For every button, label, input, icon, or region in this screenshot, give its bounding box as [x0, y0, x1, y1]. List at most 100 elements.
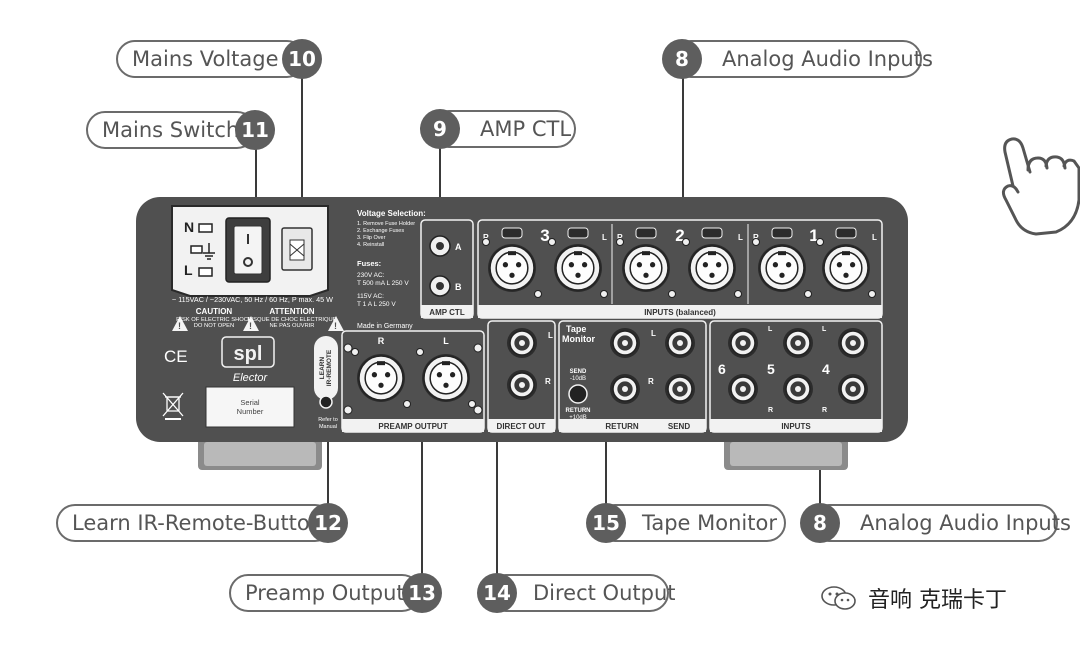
rca-input-jack[interactable]	[838, 328, 868, 358]
svg-text:230V AC:: 230V AC:	[357, 272, 385, 279]
power-l-label: L	[184, 262, 193, 278]
callout-number-badge: 8	[662, 39, 702, 79]
svg-text:3: 3	[540, 226, 549, 245]
svg-text:R: R	[753, 233, 759, 242]
voltage-rating-text: ~ 115VAC / ~230VAC, 50 Hz / 60 Hz, P max…	[172, 295, 333, 304]
tape-monitor-title: Tape	[566, 324, 586, 334]
xlr-input-jacks[interactable]	[482, 227, 876, 298]
fuses-title: Fuses:	[357, 259, 381, 268]
learn-ir-remote-button[interactable]	[319, 395, 333, 409]
svg-text:-10dB: -10dB	[570, 376, 586, 382]
serial-number-sticker	[205, 386, 295, 428]
svg-text:4: 4	[822, 361, 830, 377]
inputs-balanced-label: INPUTS (balanced)	[644, 308, 716, 317]
wechat-icon	[821, 586, 856, 610]
svg-text:!: !	[249, 321, 252, 331]
svg-text:L: L	[738, 233, 743, 242]
svg-text:6: 6	[718, 361, 726, 377]
voltage-selection-title: Voltage Selection:	[357, 209, 426, 218]
svg-text:1: 1	[809, 226, 818, 245]
xlr-input-jack[interactable]	[482, 238, 542, 298]
callout-analog-audio-inputs-top: Analog Audio Inputs	[672, 40, 933, 78]
svg-text:RISK OF ELECTRIC SHOCK: RISK OF ELECTRIC SHOCK	[176, 317, 252, 323]
callout-label: AMP CTL	[480, 117, 572, 141]
svg-text:4. Reinstall: 4. Reinstall	[357, 242, 384, 248]
rca-input-jack[interactable]	[728, 328, 758, 358]
svg-text:CAUTION: CAUTION	[196, 307, 233, 316]
svg-text:T 500 mA L 250 V: T 500 mA L 250 V	[357, 280, 409, 287]
watermark-text: 音响 克瑞卡丁	[868, 588, 1007, 613]
spl-logo	[221, 336, 275, 368]
rca-input-jack[interactable]	[728, 374, 758, 404]
pointing-hand-icon	[1001, 137, 1080, 236]
callout-label: Analog Audio Inputs	[860, 511, 1071, 535]
callout-number-badge: 14	[477, 573, 517, 613]
svg-text:T 1 A L 250 V: T 1 A L 250 V	[357, 301, 396, 308]
callout-tape-monitor: Tape Monitor	[596, 504, 786, 542]
xlr-preamp-output-jack[interactable]	[351, 348, 411, 408]
callout-preamp-output: Preamp Output	[229, 574, 421, 612]
callout-direct-output: Direct Output	[487, 574, 676, 612]
callout-number-badge: 9	[420, 109, 460, 149]
svg-text:IR-REMOTE: IR-REMOTE	[326, 349, 333, 386]
xlr-input-jack[interactable]	[752, 238, 812, 298]
svg-text:!: !	[178, 321, 181, 331]
tape-monitor-switch[interactable]	[568, 384, 588, 404]
rca-direct-out-jack[interactable]	[507, 370, 537, 400]
brand-logo-text: spl	[234, 343, 263, 365]
svg-text:115V AC:: 115V AC:	[357, 293, 384, 300]
direct-out-label: DIRECT OUT	[497, 422, 546, 431]
callout-mains-voltage: Mains Voltage	[116, 40, 306, 78]
preamp-output-label: PREAMP OUTPUT	[378, 422, 447, 431]
callout-label: Mains Switch	[102, 118, 240, 142]
svg-text:L: L	[651, 329, 656, 338]
rca-input-jack[interactable]	[838, 374, 868, 404]
svg-text:5: 5	[767, 361, 775, 377]
xlr-input-jack[interactable]	[616, 238, 676, 298]
svg-text:Manual: Manual	[319, 424, 337, 430]
svg-text:Number: Number	[237, 407, 264, 416]
svg-text:R: R	[617, 233, 623, 242]
callout-label: Tape Monitor	[642, 511, 777, 535]
rca-jacks[interactable]	[507, 328, 868, 404]
svg-text:Serial: Serial	[240, 398, 260, 407]
svg-text:+10dB: +10dB	[569, 415, 587, 421]
svg-text:NE PAS OUVRIR: NE PAS OUVRIR	[270, 323, 315, 329]
svg-text:DO NOT OPEN: DO NOT OPEN	[194, 323, 234, 329]
callout-label: Direct Output	[533, 581, 676, 605]
ce-mark: CE	[164, 347, 188, 366]
xlr-output-jacks[interactable]	[351, 348, 476, 408]
svg-text:L: L	[768, 326, 773, 333]
svg-text:L: L	[548, 331, 553, 340]
rca-input-jack[interactable]	[783, 328, 813, 358]
callout-label: Analog Audio Inputs	[722, 47, 933, 71]
learn-ir-remote-plate	[314, 336, 338, 400]
svg-text:2. Exchange Fuses: 2. Exchange Fuses	[357, 228, 404, 234]
xlr-input-jack[interactable]	[682, 238, 742, 298]
model-name: Elector	[233, 372, 269, 384]
svg-text:SEND: SEND	[570, 369, 587, 375]
rca-direct-out-jack[interactable]	[507, 328, 537, 358]
rca-tape-return-jack[interactable]	[610, 374, 640, 404]
callout-label: Preamp Output	[245, 581, 405, 605]
xlr-input-jack[interactable]	[816, 238, 876, 298]
power-n-label: N	[184, 219, 194, 235]
rca-input-jack[interactable]	[783, 374, 813, 404]
xlr-preamp-output-jack[interactable]	[416, 348, 476, 408]
rca-tape-send-jack[interactable]	[665, 374, 695, 404]
callout-number-badge: 15	[586, 503, 626, 543]
svg-text:3. Flip Over: 3. Flip Over	[357, 235, 386, 241]
ground-icon	[203, 243, 215, 260]
svg-text:R: R	[822, 407, 827, 414]
xlr-input-jack[interactable]	[548, 238, 608, 298]
svg-text:L: L	[602, 233, 607, 242]
svg-text:!: !	[334, 321, 337, 331]
rca-tape-return-jack[interactable]	[610, 328, 640, 358]
rca-tape-send-jack[interactable]	[665, 328, 695, 358]
watermark: 音响 克瑞卡丁	[820, 580, 1007, 616]
svg-text:L: L	[443, 336, 449, 346]
callout-label: Learn IR-Remote-Button	[72, 511, 324, 535]
weee-bin-icon	[162, 392, 184, 420]
svg-text:Monitor: Monitor	[562, 334, 595, 344]
